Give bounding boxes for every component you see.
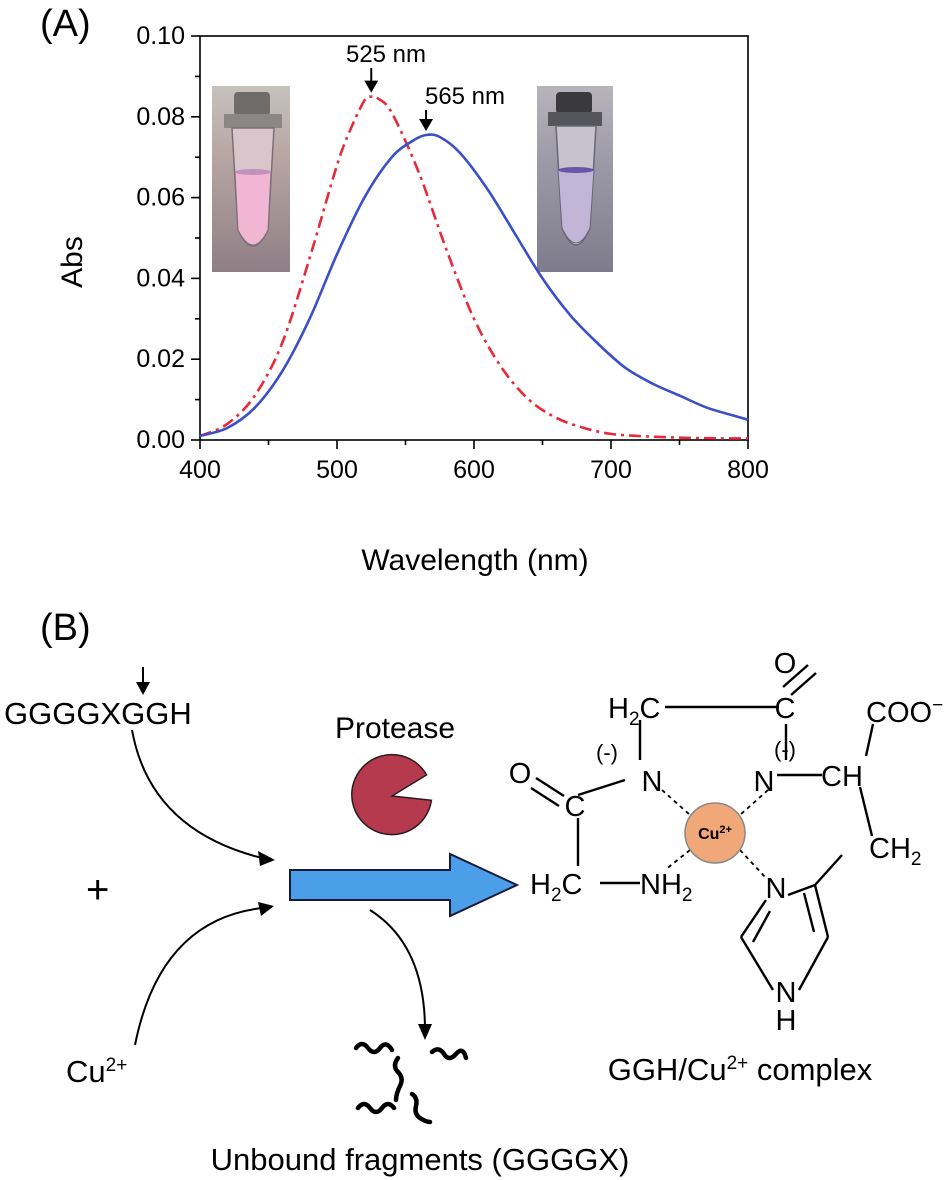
atom-n-ring: N [766, 873, 787, 905]
reaction-arrow [289, 852, 520, 918]
x-tick-label: 400 [179, 456, 221, 484]
atom-coo: COO− [866, 695, 943, 729]
vial-photo-purple [537, 86, 613, 272]
panel-a-label: (A) [40, 3, 91, 45]
reaction-feed-arrowheads [258, 851, 432, 1040]
atom-nh-ring-n: N [776, 977, 797, 1009]
spectra [199, 95, 749, 440]
y-tick-label: 0.00 [136, 426, 185, 454]
reaction-feed-arrows [131, 729, 426, 1046]
x-axis-title: Wavelength (nm) [361, 544, 588, 577]
charge-neg-2: (-) [774, 737, 796, 762]
x-tick-label: 500 [316, 456, 358, 484]
atom-n-left: N [642, 766, 663, 798]
complex-label: GGH/Cu2+ complex [608, 1052, 873, 1087]
atom-h2c-top: H2C [608, 693, 660, 730]
y-tick-label: 0.02 [136, 345, 185, 373]
atom-nh-ring-h: H [776, 1005, 797, 1037]
panel-b-label: (B) [40, 607, 91, 649]
cleavage-site-arrow [136, 667, 150, 695]
atom-ch2-right: CH2 [869, 833, 921, 870]
plus-sign: + [86, 868, 109, 912]
fragment-squiggles-icon [353, 1041, 469, 1125]
protease-icon [351, 753, 433, 836]
substrate-peptide: GGGGXGGH [4, 696, 192, 731]
atom-h2c-bottom: H2C [530, 869, 582, 906]
peak-arrow-head [419, 118, 434, 131]
copper-ion-label: Cu2+ [66, 1054, 127, 1089]
atom-n-right: N [754, 766, 775, 798]
atom-c-top: C [775, 693, 796, 725]
peak-arrows [364, 68, 434, 131]
atom-c-left: C [565, 791, 586, 823]
peak-label-565: 565 nm [425, 83, 505, 110]
copper-center-label: Cu2+ [698, 824, 732, 843]
vial-photo-pink [212, 86, 290, 272]
atom-nh2: NH2 [640, 869, 692, 906]
peak-arrow-head [364, 80, 379, 93]
x-tick-label: 600 [453, 456, 495, 484]
x-tick-label: 700 [590, 456, 632, 484]
y-tick-label: 0.06 [136, 184, 185, 212]
coordination-bonds [661, 789, 769, 878]
series-line-565 [199, 133, 749, 438]
atom-ch: CH [821, 761, 863, 793]
structure-bonds [530, 664, 875, 991]
y-tick-label: 0.10 [136, 22, 185, 50]
atom-o-top: O [774, 648, 797, 680]
y-tick-label: 0.08 [136, 103, 185, 131]
axis-ticks: 400 500 600 700 800 0.00 0.02 0.04 0.06 0.08 0.10 [136, 22, 769, 484]
y-axis-title: Abs [56, 236, 89, 288]
peak-label-525: 525 nm [346, 41, 426, 68]
x-tick-label: 800 [727, 456, 769, 484]
charge-neg-1: (-) [596, 740, 618, 765]
protease-label: Protease [335, 712, 455, 745]
series-line-525 [199, 95, 749, 440]
y-tick-label: 0.04 [136, 264, 185, 292]
copper-center-icon [684, 802, 746, 864]
fragments-label: Unbound fragments (GGGGX) [211, 1142, 630, 1177]
atom-o-left: O [509, 758, 532, 790]
ggh-cu-complex-structure: Cu2+ O C H2C (-) (-) N N COO− CH O C CH2… [509, 648, 943, 1037]
